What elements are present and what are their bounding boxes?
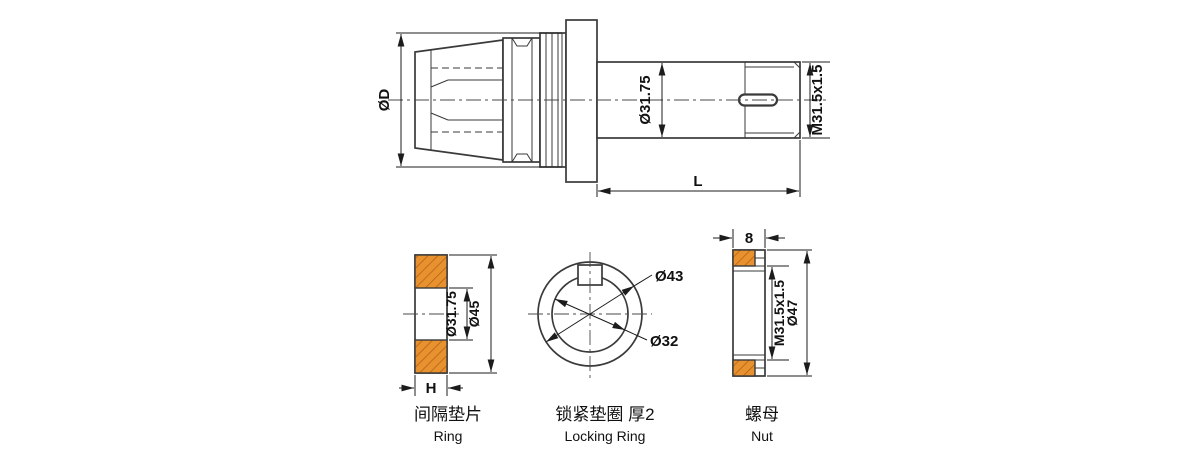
dim-label-thread: M31.5x1.5 <box>809 65 826 136</box>
dim-label-ring-outer: Ø45 <box>466 301 482 328</box>
dim-label-ring-thickness: H <box>426 380 437 397</box>
dim-label-shaft: Ø31.75 <box>637 75 654 124</box>
nut-section-top <box>732 249 756 267</box>
nut-view: 8 M31.5x1.5 Ø47 螺母 Nut <box>713 229 812 444</box>
dim-nut-outer: Ø47 <box>767 249 812 377</box>
ring-section-top <box>414 254 448 289</box>
flange-disc <box>565 19 598 183</box>
dim-nut-width: 8 <box>713 229 785 248</box>
nut-caption-en: Nut <box>751 428 773 444</box>
locking-ring-view: Ø43 Ø32 锁紧垫圈 厚2 Locking Ring <box>528 252 683 444</box>
ring-view: Ø31.75 Ø45 H 间隔垫片 Ring <box>399 254 497 444</box>
dim-ring-outer: Ø45 <box>449 254 497 374</box>
ring-caption-en: Ring <box>434 428 463 444</box>
nut-section-bottom <box>732 359 756 377</box>
nut-caption-cn: 螺母 <box>745 405 779 424</box>
dim-shaft-diameter: Ø31.75 <box>637 63 666 137</box>
dim-ring-bore: Ø31.75 <box>443 287 473 341</box>
dim-ring-thickness: H <box>399 375 463 397</box>
dim-label-nut-width: 8 <box>745 230 753 247</box>
nut-slot-lines <box>733 257 765 369</box>
main-assembly-view: ØD Ø31.75 M31.5x1.5 L <box>376 19 830 197</box>
dim-outer-diameter: ØD <box>376 32 562 168</box>
dim-label-nut-outer: Ø47 <box>784 300 800 327</box>
dim-label-length: L <box>693 173 702 190</box>
dim-label-nut-thread: M31.5x1.5 <box>771 280 787 346</box>
dim-label-d: ØD <box>376 89 393 112</box>
ring-section-bottom <box>414 339 448 374</box>
dim-label-locking-outer: Ø43 <box>655 268 683 285</box>
dim-label-locking-bore: Ø32 <box>650 333 678 350</box>
locking-ring-caption-en: Locking Ring <box>565 428 646 444</box>
dim-length: L <box>596 140 801 197</box>
nut-section-outline <box>732 249 766 377</box>
dim-locking-bore: Ø32 <box>554 298 678 350</box>
locking-ring-caption-cn: 锁紧垫圈 厚2 <box>555 405 654 424</box>
dim-label-ring-bore: Ø31.75 <box>443 291 459 337</box>
dim-thread: M31.5x1.5 <box>802 61 830 139</box>
dim-nut-thread: M31.5x1.5 <box>767 265 789 361</box>
ring-caption-cn: 间隔垫片 <box>414 405 482 424</box>
